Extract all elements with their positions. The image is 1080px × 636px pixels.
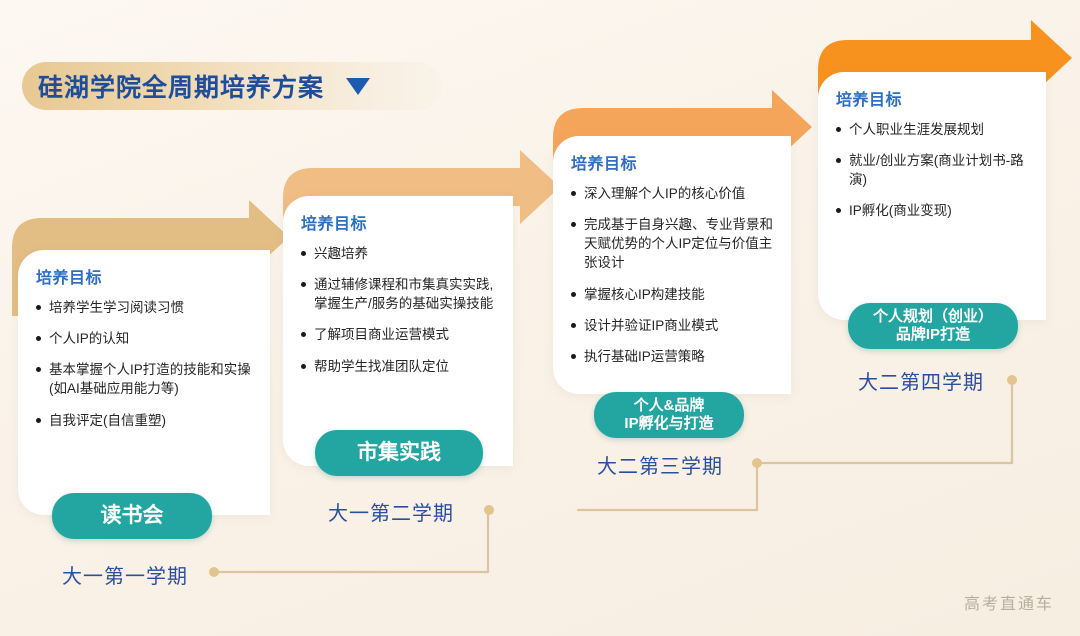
list-item: 深入理解个人IP的核心价值 <box>571 184 775 203</box>
stage-4-heading: 培养目标 <box>836 92 903 109</box>
stage-2-heading: 培养目标 <box>301 216 368 233</box>
list-item: 兴趣培养 <box>301 244 497 263</box>
stage-card-3: 培养目标 深入理解个人IP的核心价值 完成基于自身兴趣、专业背景和天赋优势的个人… <box>553 136 791 394</box>
list-item: 执行基础IP运营策略 <box>571 347 775 366</box>
list-item: 掌握核心IP构建技能 <box>571 285 775 304</box>
page-title: 硅湖学院全周期培养方案 <box>38 74 325 102</box>
list-item: 设计并验证IP商业模式 <box>571 316 775 335</box>
stage-2-bullet-list: 兴趣培养 通过辅修课程和市集真实实践, 掌握生产/服务的基础实操技能 了解项目商… <box>301 244 497 376</box>
list-item: 通过辅修课程和市集真实实践, 掌握生产/服务的基础实操技能 <box>301 275 497 313</box>
stage-card-4: 培养目标 个人职业生涯发展规划 就业/创业方案(商业计划书-路演) IP孵化(商… <box>818 72 1046 320</box>
stage-card-1: 培养目标 培养学生学习阅读习惯 个人IP的认知 基本掌握个人IP打造的技能和实操… <box>18 250 270 515</box>
stage-4-pill[interactable]: 个人规划（创业） 品牌IP打造 <box>848 303 1018 349</box>
list-item: 基本掌握个人IP打造的技能和实操(如AI基础应用能力等) <box>36 360 254 398</box>
stage-1-semester-label: 大一第一学期 <box>62 566 188 588</box>
list-item: 个人IP的认知 <box>36 329 254 348</box>
stage-card-2: 培养目标 兴趣培养 通过辅修课程和市集真实实践, 掌握生产/服务的基础实操技能 … <box>283 196 513 466</box>
page-title-bar: 硅湖学院全周期培养方案 <box>22 62 442 110</box>
triangle-down-icon[interactable] <box>346 77 371 95</box>
stage-3-heading: 培养目标 <box>571 156 638 173</box>
list-item: 自我评定(自信重塑) <box>36 411 254 430</box>
stage-2-pill[interactable]: 市集实践 <box>315 430 483 476</box>
list-item: 完成基于自身兴趣、专业背景和天赋优势的个人IP定位与价值主张设计 <box>571 215 775 272</box>
stage-3-pill[interactable]: 个人&品牌 IP孵化与打造 <box>594 392 744 438</box>
stage-4-semester-label: 大二第四学期 <box>858 372 984 394</box>
stage-1-bullet-list: 培养学生学习阅读习惯 个人IP的认知 基本掌握个人IP打造的技能和实操(如AI基… <box>36 298 254 430</box>
stage-4-bullet-list: 个人职业生涯发展规划 就业/创业方案(商业计划书-路演) IP孵化(商业变现) <box>836 120 1030 221</box>
list-item: 个人职业生涯发展规划 <box>836 120 1030 139</box>
stage-3-bullet-list: 深入理解个人IP的核心价值 完成基于自身兴趣、专业背景和天赋优势的个人IP定位与… <box>571 184 775 366</box>
stage-2-semester-label: 大一第二学期 <box>328 503 454 525</box>
watermark: 高考直通车 <box>963 596 1054 613</box>
list-item: 培养学生学习阅读习惯 <box>36 298 254 317</box>
stage-1-heading: 培养目标 <box>36 270 103 287</box>
list-item: 就业/创业方案(商业计划书-路演) <box>836 151 1030 189</box>
stage-1-pill[interactable]: 读书会 <box>52 493 212 539</box>
list-item: IP孵化(商业变现) <box>836 201 1030 220</box>
list-item: 了解项目商业运营模式 <box>301 325 497 344</box>
list-item: 帮助学生找准团队定位 <box>301 357 497 376</box>
stage-3-semester-label: 大二第三学期 <box>597 456 723 478</box>
